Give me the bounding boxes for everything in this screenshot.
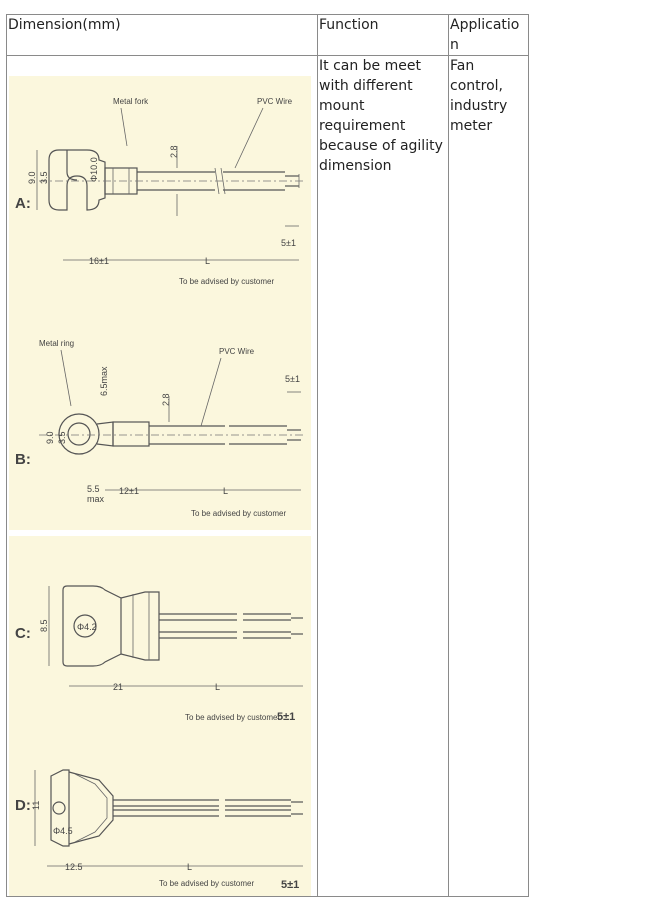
dim-a-inner: 3.5	[39, 171, 49, 184]
application-text: Fan control, industry meter	[450, 58, 508, 134]
header-application: Application	[448, 14, 529, 56]
variant-c-tag: C:	[15, 625, 31, 642]
dim-b-strip: 5±1	[285, 374, 300, 384]
dim-a-hole: Φ10.0	[89, 157, 99, 182]
dim-c-L: L	[215, 682, 220, 692]
panel-cd	[9, 536, 311, 896]
note-b: To be advised by customer	[191, 509, 286, 518]
dim-d-strip: 5±1	[281, 879, 299, 891]
dimension-drawing-cell: A:	[6, 55, 318, 897]
variant-c: C: Φ4.2	[15, 585, 303, 723]
dim-c-len: 21	[113, 682, 123, 692]
dim-d-width: 11	[31, 801, 41, 810]
dim-c-strip: 5±1	[277, 711, 295, 723]
function-text: It can be meet with different mount requ…	[319, 58, 443, 174]
dim-d-len: 12.5	[65, 862, 83, 872]
dim-a-width: 9.0	[27, 171, 37, 184]
note-c: To be advised by customer	[185, 713, 280, 722]
dim-a-strip: 5±1	[281, 238, 296, 248]
application-cell: Fan control, industry meter	[448, 55, 529, 897]
dim-a-len: 16±1	[89, 256, 109, 266]
dim-b-max: 6.5max	[99, 366, 109, 396]
dim-a-L: L	[205, 256, 210, 266]
variant-b: B: Metal ring PVC Wire 9.0	[15, 339, 305, 518]
dim-d-L: L	[187, 862, 192, 872]
header-function: Function	[317, 14, 449, 56]
fork-label: Metal fork	[113, 97, 149, 106]
note-d: To be advised by customer	[159, 879, 254, 888]
dim-b-a2: max	[87, 494, 105, 504]
variant-a-tag: A:	[15, 195, 31, 212]
header-dimension: Dimension(mm)	[6, 14, 318, 56]
dim-b-a: 5.5	[87, 484, 100, 494]
dim-c-width: 8.5	[39, 619, 49, 632]
variant-d-tag: D:	[15, 797, 31, 814]
dim-b-thick: 2.8	[161, 393, 171, 406]
dim-b-width: 9.0	[45, 431, 55, 444]
dim-a-thick: 2.8	[169, 145, 179, 158]
terminal-dimension-drawing: A:	[9, 76, 311, 896]
dim-d-hole: Φ4.5	[53, 826, 73, 836]
variant-b-tag: B:	[15, 451, 31, 468]
spec-table: Dimension(mm) Function Application A:	[6, 14, 529, 897]
dim-b-hole: 3.5	[57, 431, 67, 444]
dim-b-len: 12±1	[119, 486, 139, 496]
pvc-wire-label-a: PVC Wire	[257, 97, 293, 106]
dim-b-L: L	[223, 486, 228, 496]
pvc-wire-label-b: PVC Wire	[219, 347, 255, 356]
dim-c-hole: Φ4.2	[77, 622, 97, 632]
note-a: To be advised by customer	[179, 277, 274, 286]
function-cell: It can be meet with different mount requ…	[317, 55, 449, 897]
ring-label: Metal ring	[39, 339, 74, 348]
variant-a: A:	[15, 97, 305, 286]
panel-ab	[9, 76, 311, 530]
